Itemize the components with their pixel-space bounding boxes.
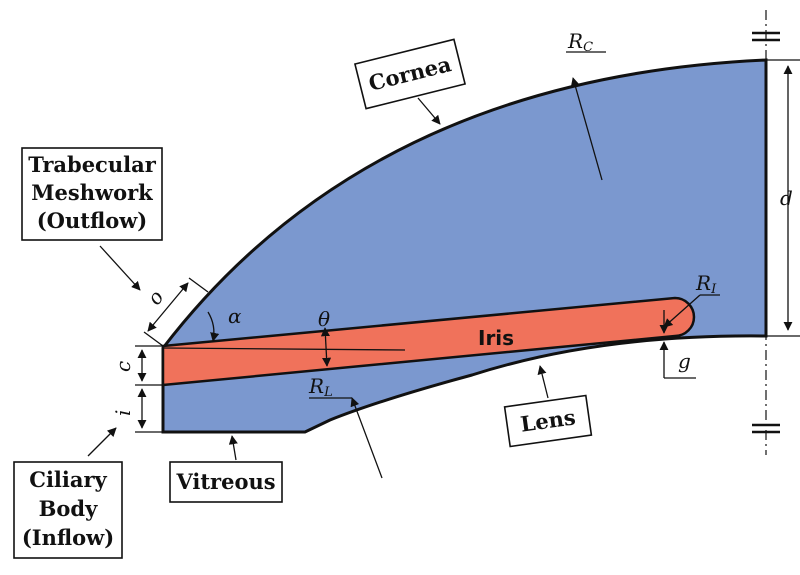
dimension-i [135,388,163,433]
ciliary-label-line2: Body [39,496,98,521]
ciliary-label-line1: Ciliary [29,467,107,492]
rl-label: RL [308,374,333,400]
trabecular-label-line2: Meshwork [31,180,153,205]
vitreous-pointer [228,435,238,461]
iris-label: Iris [478,326,514,350]
dimension-c [135,345,163,386]
trabecular-label-box [21,147,163,241]
ciliary-label-line3: (Inflow) [22,525,114,550]
ri-radius-leader [663,294,720,328]
d-label: d [780,186,793,210]
rc-radius-leader [566,51,606,181]
theta-arc [320,327,332,367]
theta-label: θ [318,307,330,331]
ciliary-label-box [13,461,123,559]
trabecular-label-line1: Trabecular [28,152,156,177]
dimension-d [766,59,800,337]
c-label: c [111,361,135,372]
vitreous-label: Vitreous [175,469,275,494]
alpha-arc [207,311,220,342]
lens-label-box [503,394,593,448]
trabecular-label-line3: (Outflow) [37,208,148,233]
g-label: g [678,349,691,373]
ri-label: RI [695,271,717,297]
rc-label: RC [567,29,593,55]
ciliary-pointer [87,427,117,457]
trabecular-pointer [99,245,141,291]
cornea-pointer [417,97,441,125]
vitreous-label-box [169,461,283,503]
iris-region [161,296,696,387]
lens-pointer [537,365,549,399]
break-mark-top [752,31,780,42]
o-label: o [142,286,169,310]
i-label: i [111,410,135,416]
dimension-o [143,277,209,347]
cornea-label-box [353,38,467,110]
theta-reference-line [162,347,406,351]
rl-radius-leader [309,397,383,479]
gap-g-indicator [659,310,696,379]
break-mark-bottom [752,423,780,434]
alpha-label: α [228,304,242,328]
